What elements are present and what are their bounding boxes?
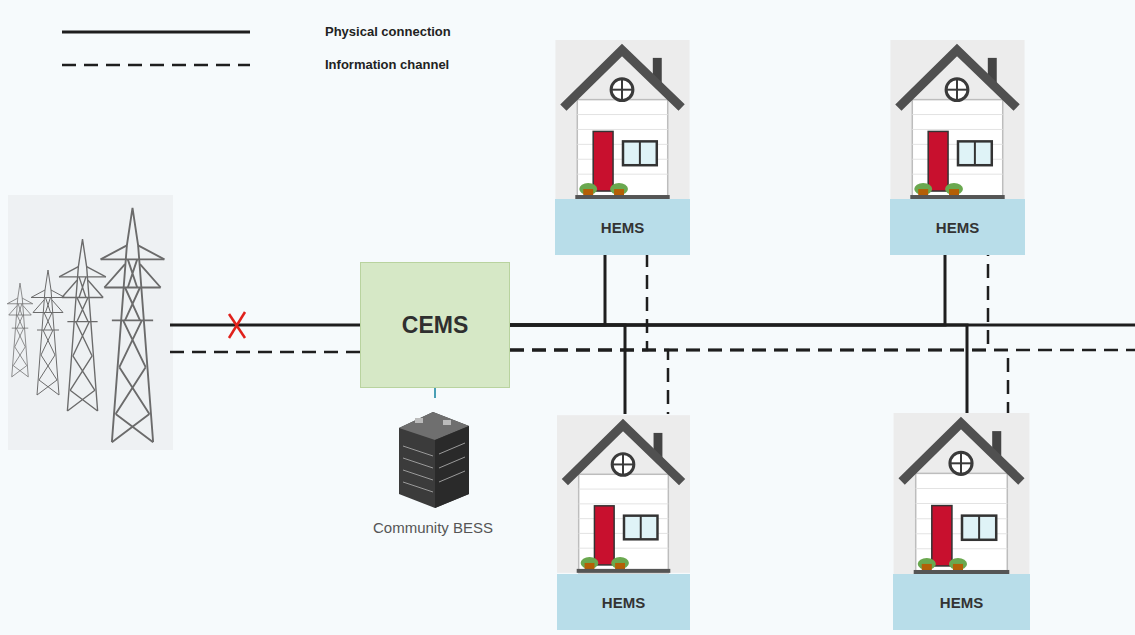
legend-solid-sample	[62, 31, 250, 34]
legend-dashed-sample	[62, 64, 250, 67]
house-picture	[894, 413, 1030, 574]
physical-connection	[510, 325, 625, 414]
hems-base: HEMS	[890, 199, 1025, 255]
physical-connection	[510, 255, 605, 325]
information-channel	[510, 350, 668, 414]
hems-base: HEMS	[893, 574, 1030, 630]
house-picture	[893, 413, 1030, 574]
physical-connection	[510, 325, 967, 413]
hems-base: HEMS	[557, 574, 690, 630]
node-label: HEMS	[602, 594, 645, 611]
home-unit: HEMS	[557, 414, 690, 630]
information-channel	[510, 350, 1008, 413]
home-unit: HEMS	[893, 413, 1030, 630]
home-unit: HEMS	[890, 40, 1025, 255]
battery-icon	[393, 398, 473, 510]
node-label: HEMS	[936, 219, 979, 236]
node-label: HEMS	[601, 219, 644, 236]
hems-base: HEMS	[555, 199, 690, 255]
storage-label: Community BESS	[373, 519, 493, 536]
battery-icon	[399, 412, 469, 508]
house-picture	[555, 40, 690, 199]
legend-label: Information channel	[325, 57, 449, 72]
transmission-tower	[7, 283, 33, 377]
transmission-tower	[31, 270, 65, 395]
battery-storage: Community BESS	[363, 398, 503, 536]
grid-line	[170, 324, 360, 327]
house-picture	[555, 40, 689, 199]
tower-ground	[8, 195, 173, 450]
physical-connection	[510, 255, 945, 325]
battery-label-row: Community BESS	[363, 519, 503, 536]
legend-label: Physical connection	[325, 24, 451, 39]
house-picture	[557, 415, 690, 573]
house-picture	[890, 40, 1025, 199]
storage-link	[434, 388, 436, 398]
grid-info-line	[170, 351, 360, 354]
node-label: CEMS	[402, 312, 468, 339]
transmission-tower	[101, 208, 165, 442]
transmission-tower	[59, 239, 106, 411]
node-label: HEMS	[940, 594, 983, 611]
house-picture	[890, 40, 1024, 199]
disconnect-mark	[229, 312, 245, 338]
home-unit: HEMS	[555, 40, 690, 255]
house-picture	[557, 414, 690, 574]
control-box: CEMS	[360, 262, 510, 388]
information-channel	[510, 255, 988, 350]
